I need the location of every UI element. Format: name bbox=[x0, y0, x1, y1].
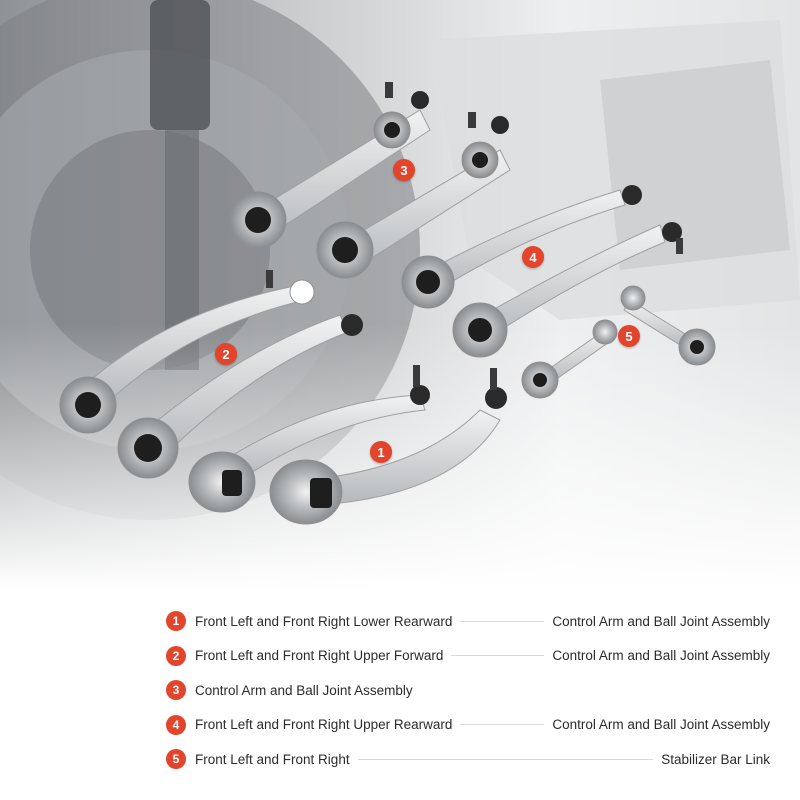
marker-3: 3 bbox=[393, 159, 415, 181]
marker-2: 2 bbox=[215, 343, 237, 365]
legend-badge: 5 bbox=[166, 749, 186, 770]
legend-badge: 2 bbox=[166, 645, 186, 666]
part-2-arms bbox=[59, 270, 363, 479]
legend-part-name: Control Arm and Ball Joint Assembly bbox=[552, 613, 770, 629]
legend-position: Front Left and Front Right Upper Forward bbox=[195, 648, 444, 664]
legend-row: 1 Front Left and Front Right Lower Rearw… bbox=[166, 604, 770, 639]
legend-badge: 3 bbox=[166, 680, 186, 701]
marker-1: 1 bbox=[370, 441, 392, 463]
suspension-parts-photo bbox=[0, 0, 800, 590]
legend-position: Front Left and Front Right Upper Rearwar… bbox=[195, 717, 453, 733]
legend-position: Front Left and Front Right bbox=[195, 751, 350, 767]
legend-row: 5 Front Left and Front Right Stabilizer … bbox=[166, 742, 770, 777]
legend-part-name: Control Arm and Ball Joint Assembly bbox=[552, 717, 770, 733]
legend-part-name: Stabilizer Bar Link bbox=[661, 751, 770, 767]
legend-position: Front Left and Front Right Lower Rearwar… bbox=[195, 613, 453, 629]
legend-part-name: Control Arm and Ball Joint Assembly bbox=[552, 648, 770, 664]
legend-badge: 1 bbox=[166, 611, 186, 632]
part-1-arms bbox=[188, 365, 507, 525]
marker-5: 5 bbox=[618, 325, 640, 347]
leader-line bbox=[460, 620, 545, 622]
legend-row: 2 Front Left and Front Right Upper Forwa… bbox=[166, 639, 770, 674]
leader-line bbox=[357, 758, 654, 760]
part-4-arms bbox=[401, 185, 683, 358]
legend-row: 4 Front Left and Front Right Upper Rearw… bbox=[166, 708, 770, 743]
part-3-arms bbox=[229, 82, 511, 279]
legend-row: 3 Control Arm and Ball Joint Assembly bbox=[166, 673, 770, 708]
parts-legend: 1 Front Left and Front Right Lower Rearw… bbox=[166, 604, 770, 777]
legend-badge: 4 bbox=[166, 714, 186, 735]
marker-4: 4 bbox=[522, 246, 544, 268]
legend-position: Control Arm and Ball Joint Assembly bbox=[195, 682, 413, 698]
leader-line bbox=[451, 655, 545, 657]
part-5-links bbox=[521, 285, 716, 399]
leader-line bbox=[460, 724, 545, 726]
